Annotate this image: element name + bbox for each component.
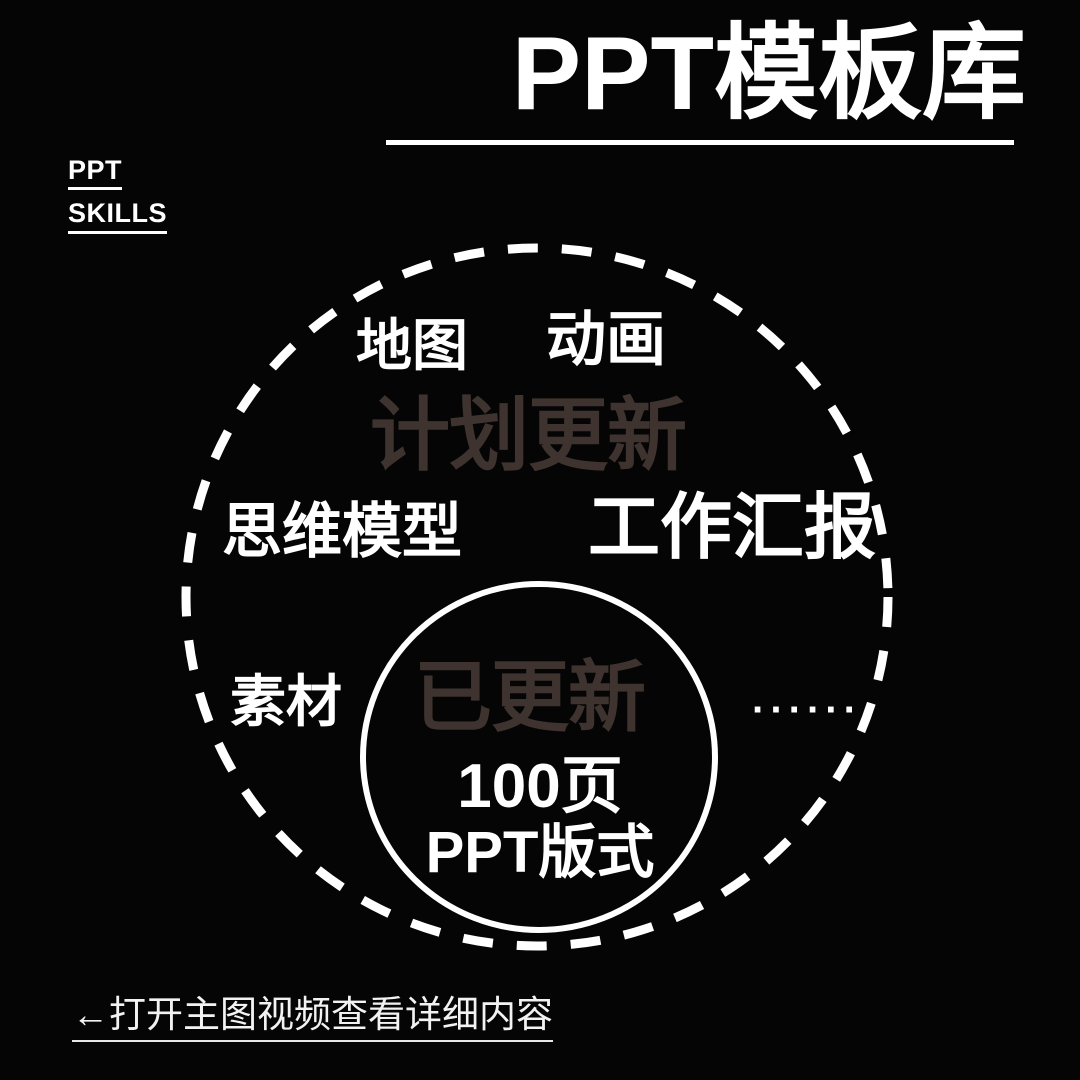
brand-line-skills: SKILLS	[68, 199, 168, 234]
node-already-updated: 已更新	[414, 653, 646, 741]
page-title-underline	[386, 140, 1014, 145]
footer-note: ←打开主图视频查看详细内容	[72, 994, 553, 1042]
node-work-report: 工作汇报	[588, 488, 877, 568]
node-assets: 素材	[230, 670, 342, 733]
node-plan-update: 计划更新	[370, 391, 687, 480]
node-mental-model: 思维模型	[222, 498, 462, 565]
brand-line-ppt: PPT	[68, 156, 123, 191]
page-title: PPT模板库	[511, 16, 1026, 132]
node-animation: 动画	[546, 306, 666, 373]
node-ellipsis: ······	[752, 688, 862, 732]
inner-label-layout: PPT版式	[425, 820, 655, 886]
brand-block: PPT SKILLS	[68, 156, 328, 243]
inner-label-pages: 100页	[457, 752, 623, 821]
brand-row-1: PPT	[68, 156, 328, 199]
inner-circle-labels: 100页 PPT版式	[390, 752, 690, 886]
brand-row-2: SKILLS	[68, 199, 328, 242]
node-map: 地图	[356, 314, 468, 377]
